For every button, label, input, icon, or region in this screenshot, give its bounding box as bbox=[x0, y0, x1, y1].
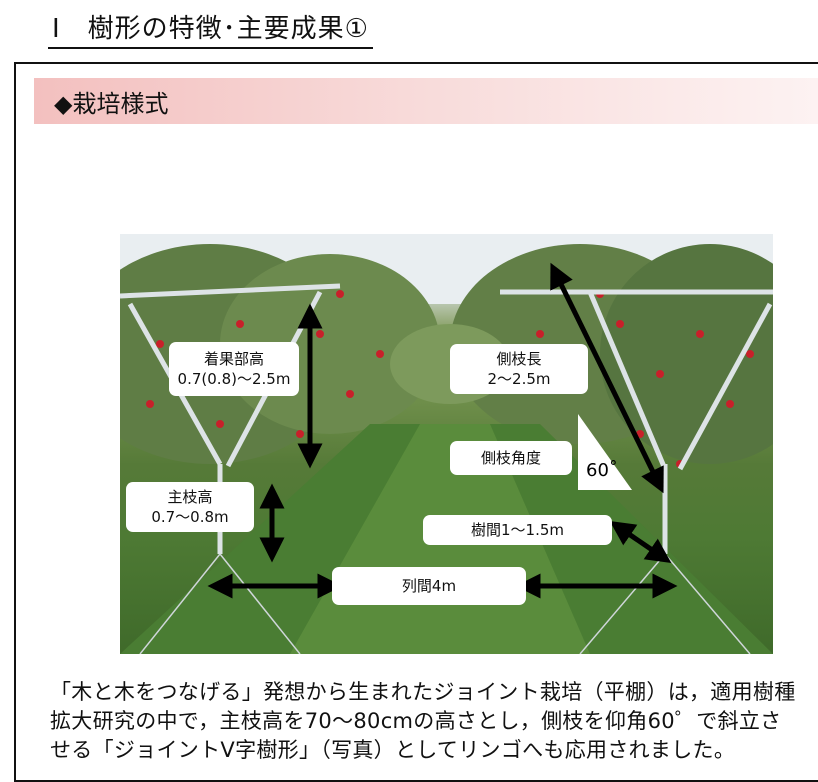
label-fruit-height: 着果部高 0.7(0.8)〜2.5m bbox=[169, 342, 299, 396]
label-main-branch-height: 主枝高 0.7〜0.8m bbox=[126, 482, 254, 532]
angle-triangle-icon bbox=[578, 414, 632, 490]
label-tree-spacing: 樹間1〜1.5m bbox=[423, 515, 612, 545]
label-row-spacing: 列間4m bbox=[332, 567, 526, 605]
page-title: Ⅰ 樹形の特徴･主要成果① bbox=[48, 8, 373, 49]
label-angle-value: 60˚ bbox=[586, 460, 618, 481]
description-text: 「木と木をつなげる」発想から生まれたジョイント栽培（平棚）は，適用樹種 拡大研究… bbox=[50, 680, 796, 762]
label-side-branch-length: 側枝長 2〜2.5m bbox=[450, 344, 588, 394]
measurement-arrows bbox=[207, 262, 678, 599]
section-header: ◆栽培様式 bbox=[34, 78, 818, 124]
orchard-photo: 着果部高 0.7(0.8)〜2.5m 主枝高 0.7〜0.8m 側枝長 2〜2.… bbox=[120, 234, 773, 654]
content-panel: ◆栽培様式 bbox=[14, 62, 818, 782]
label-side-branch-angle: 側枝角度 bbox=[450, 441, 572, 475]
